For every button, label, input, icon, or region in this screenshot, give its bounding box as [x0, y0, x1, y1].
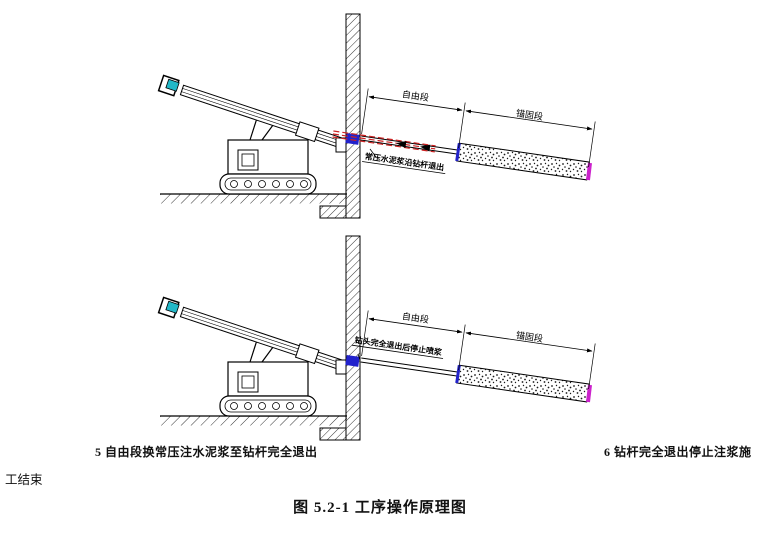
grout-line [332, 136, 435, 153]
anchor-end-marker [586, 384, 592, 403]
anchor-free-rod [361, 357, 459, 373]
anchor-bond-body [456, 142, 590, 181]
track-rollers [230, 402, 308, 410]
track-rollers [230, 180, 308, 188]
figure-title: 图 5.2-1 工序操作原理图 [293, 500, 467, 516]
drill-bit-blue [345, 355, 360, 367]
wall-toe-step [319, 427, 347, 441]
rig-cab-window-inner [241, 153, 255, 167]
feed-carriage [294, 343, 320, 365]
withdraw-arrow [396, 141, 407, 148]
annotation-text: 钻头完全退出后停止喷浆 [354, 335, 444, 358]
anchor-assembly [332, 130, 592, 181]
process-diagram-step6: 自由段 锚固段 钻头完全退出后停止喷浆 [157, 235, 596, 441]
grout-lines [332, 130, 436, 153]
annotation-leader [357, 353, 361, 361]
extension-line [361, 310, 369, 357]
ground [160, 415, 347, 426]
mast-motor-cyan [165, 78, 180, 92]
wall-toe-step [319, 205, 347, 219]
anchor-end-marker [586, 162, 592, 181]
mast-rail-line [182, 88, 346, 143]
drill-bit-blue [345, 133, 360, 145]
dimension-line-free [368, 95, 463, 112]
caption-step-5: 5 自由段换常压注水泥浆至钻杆完全退出 [95, 445, 318, 459]
dimension-line-bond [465, 331, 593, 353]
anchor-free-rod [361, 135, 459, 151]
extension-line [458, 324, 466, 371]
drill-rig [157, 296, 348, 417]
mast-foot [335, 359, 347, 375]
process-diagram-step5: 自由段 锚固段 常压水泥浆沿钻杆退出 [157, 13, 596, 219]
grout-line [332, 133, 436, 150]
extension-line [588, 121, 596, 168]
dimension-line-free [368, 317, 463, 334]
annotation: 钻头完全退出后停止喷浆 [351, 335, 444, 361]
anchor-free-rod [360, 361, 458, 377]
retaining-wall [319, 235, 361, 441]
dimensions: 自由段 锚固段 [361, 88, 596, 168]
dimension-line-bond [465, 109, 593, 131]
annotation-underline [351, 344, 444, 359]
extension-line [361, 88, 369, 135]
rig-cab-window-inner [241, 375, 255, 389]
withdraw-arrow [420, 144, 431, 152]
extension-line [458, 102, 466, 149]
drill-rig [157, 74, 348, 195]
anchor-bond-body [456, 364, 590, 403]
dimensions: 自由段 锚固段 [361, 310, 596, 390]
mast-rail-line [181, 313, 345, 369]
mast-motor-cyan [165, 300, 180, 314]
ground-hatch [160, 416, 347, 426]
mast-rail-line [181, 91, 345, 147]
extension-line [588, 343, 596, 390]
caption-continuation: 工结束 [5, 473, 43, 487]
free-section-label: 自由段 [401, 310, 429, 325]
annotation-underline [362, 161, 446, 175]
anchor-assembly [345, 355, 592, 403]
drill-mast [157, 296, 348, 372]
mast-rail-line [182, 310, 346, 365]
wall-body [345, 13, 361, 219]
anchor-free-rod [360, 139, 458, 155]
annotation-text: 常压水泥浆沿钻杆退出 [364, 151, 445, 172]
grout-line [333, 130, 436, 147]
bond-section-label: 锚固段 [515, 107, 543, 122]
wall-body [345, 235, 361, 441]
free-section-label: 自由段 [401, 88, 429, 103]
retaining-wall [319, 13, 361, 219]
feed-carriage [294, 121, 320, 143]
annotation-leader [369, 148, 377, 158]
caption-step-6: 6 钻杆完全退出停止注浆施 [604, 445, 752, 459]
annotation: 常压水泥浆沿钻杆退出 [362, 148, 446, 175]
drill-mast [157, 74, 348, 150]
bond-section-label: 锚固段 [515, 329, 543, 344]
mast-foot [335, 137, 347, 153]
ground-hatch [160, 194, 347, 204]
ground [160, 193, 347, 204]
